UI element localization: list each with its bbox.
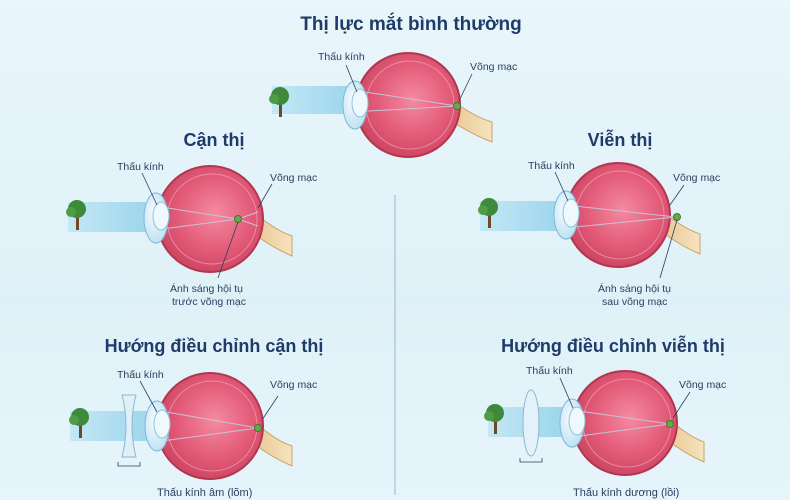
focus-label-line1: Ánh sáng hội tụ: [598, 282, 671, 295]
retina-leader: [672, 391, 691, 419]
tree-icon: [69, 408, 89, 438]
light-beam: [480, 201, 562, 231]
tree-icon: [269, 87, 289, 117]
ray-top: [571, 409, 671, 425]
lens-label: Thấu kính: [117, 369, 164, 381]
retina-label: Võng mạc: [470, 61, 517, 73]
ray-top: [154, 409, 259, 429]
focus-point: [453, 102, 461, 110]
lens-bracket: [519, 458, 543, 463]
title-myopia: Cận thị: [184, 130, 245, 150]
focus-label-line1: Ánh sáng hội tụ: [170, 282, 243, 295]
focus-point: [254, 424, 262, 432]
ray-bottom: [351, 105, 458, 113]
lens-leader: [139, 380, 158, 413]
lens-label: Thấu kính: [117, 161, 164, 173]
focus-leader: [659, 219, 678, 279]
lens-bracket: [117, 462, 141, 467]
light-beam: [272, 86, 352, 114]
lens-icon: [152, 201, 170, 231]
eye-myopia: Thấu kính Võng mạc Ánh sáng hội tụ trước…: [66, 161, 317, 308]
retina-label: Võng mạc: [673, 172, 720, 184]
ray-bottom: [564, 216, 677, 229]
title-hyperopia-correction: Hướng điều chỉnh viễn thị: [501, 335, 725, 356]
lens-icon: [351, 88, 369, 118]
tree-icon: [484, 404, 504, 434]
eye-myopia-correction: Thấu kính Võng mạc Thấu kính âm (lõm): [69, 369, 317, 499]
retina-label: Võng mạc: [270, 379, 317, 391]
ray-top: [351, 89, 458, 107]
retina-label: Võng mạc: [679, 379, 726, 391]
eyeball: [156, 165, 264, 273]
title-hyperopia: Viễn thị: [588, 129, 653, 150]
ray-bottom: [571, 423, 671, 438]
lens-leader: [559, 377, 574, 409]
lens-leader: [554, 171, 569, 202]
retina-leader: [257, 183, 273, 209]
focus-point: [666, 420, 674, 428]
retina-label: Võng mạc: [270, 172, 317, 184]
lens-leader: [345, 64, 358, 93]
title-normal: Thị lực mắt bình thường: [300, 13, 522, 35]
retina-leader: [669, 184, 685, 206]
retina-leader: [458, 73, 473, 102]
eyeball: [355, 52, 461, 158]
retina-leader: [261, 395, 279, 421]
focus-label-line2: sau võng mạc: [602, 296, 667, 308]
ray-bottom: [154, 427, 259, 443]
focus-point: [673, 213, 681, 221]
lens-label: Thấu kính: [528, 160, 575, 172]
convex-lens-label: Thấu kính dương (lồi): [573, 487, 679, 499]
lens-leader: [141, 172, 158, 206]
lens-icon: [568, 406, 586, 436]
focus-point: [234, 215, 242, 223]
concave-lens-label: Thấu kính âm (lõm): [157, 487, 252, 499]
convex-lens: [522, 389, 540, 457]
lens-icon: [153, 409, 171, 439]
concave-lens: [121, 394, 137, 458]
focus-leader: [217, 221, 239, 279]
eye-hyperopia: Thấu kính Võng mạc Ánh sáng hội tụ sau v…: [478, 160, 720, 308]
light-beam: [68, 202, 152, 232]
tree-icon: [478, 198, 498, 228]
lens-icon: [562, 198, 580, 228]
lens-label: Thấu kính: [318, 51, 365, 63]
eye-hyperopia-correction: Thấu kính Võng mạc Thấu kính dương (lồi): [484, 365, 726, 499]
title-myopia-correction: Hướng điều chỉnh cận thị: [105, 336, 324, 356]
lens-label: Thấu kính: [526, 365, 573, 377]
tree-icon: [66, 200, 86, 230]
eye-normal: Thấu kính Võng mạc: [269, 51, 517, 158]
focus-label-line2: trước võng mạc: [172, 296, 246, 308]
